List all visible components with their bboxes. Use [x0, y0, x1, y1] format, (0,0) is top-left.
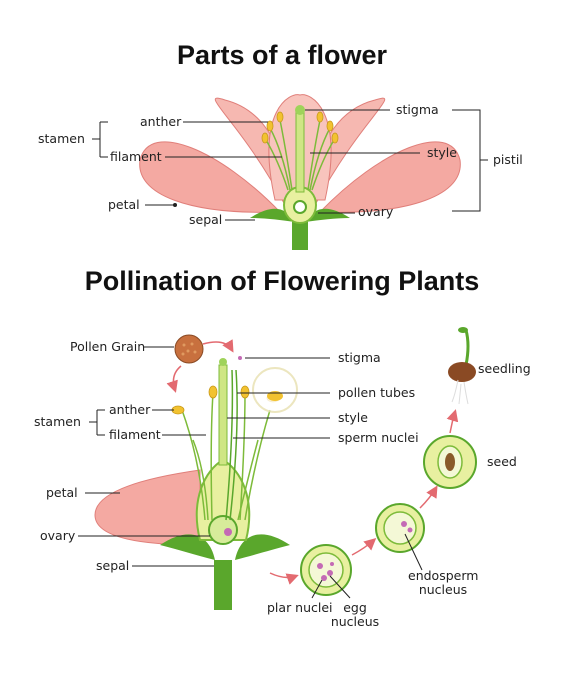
label-pistil-top: pistil	[493, 152, 523, 167]
pollen-grain-shape	[174, 334, 204, 364]
anther-shapes	[261, 111, 339, 144]
label-filament-top: filament	[110, 149, 162, 164]
label-seedling: seedling	[478, 361, 531, 376]
label-stigma-bottom: stigma	[338, 350, 381, 365]
style-shape-2	[218, 364, 228, 466]
seedling-shape	[448, 327, 476, 405]
label-pollen-tubes: pollen tubes	[338, 385, 416, 400]
label-petal-bottom: petal	[46, 485, 78, 500]
label-sperm-nuclei: sperm nuclei	[338, 430, 419, 445]
label-style-bottom: style	[338, 410, 368, 425]
label-sepal-bottom: sepal	[96, 558, 130, 573]
label-petal-top: petal	[108, 197, 140, 212]
label-egg-line2: nucleus	[330, 614, 380, 629]
label-sepal-top: sepal	[189, 212, 223, 227]
stem-shape-2	[214, 560, 232, 610]
sepal-shape-right	[305, 208, 350, 222]
label-ovary-bottom: ovary	[40, 528, 76, 543]
label-stigma-top: stigma	[396, 102, 439, 117]
label-egg-line1: egg	[343, 600, 367, 615]
stem-shape	[292, 215, 308, 250]
label-plar-nuclei: plar nuclei	[267, 600, 333, 615]
label-seed: seed	[487, 454, 517, 469]
bottom-flower	[78, 327, 477, 610]
petal-shape-2	[94, 469, 201, 546]
top-flower	[92, 94, 488, 250]
leader-lines-top	[92, 109, 488, 221]
label-endosperm-nucleus: endosperm nucleus	[408, 569, 478, 597]
label-filament-bottom: filament	[109, 427, 161, 442]
label-style-top: style	[427, 145, 457, 160]
label-stamen-bottom: stamen	[34, 414, 81, 429]
label-anther-top: anther	[140, 114, 182, 129]
style-shape	[295, 111, 305, 193]
label-anther-bottom: anther	[109, 402, 151, 417]
sepal-shape	[250, 208, 295, 222]
label-stamen-top: stamen	[38, 131, 85, 146]
label-pollen-grain: Pollen Grain	[70, 339, 146, 354]
diagram-title-parts: Parts of a flower	[176, 40, 388, 70]
label-endosperm-line1: endosperm	[408, 568, 479, 583]
diagram-title-pollination: Pollination of Flowering Plants	[84, 266, 480, 296]
label-endosperm-line2: nucleus	[418, 582, 468, 597]
label-ovary-top: ovary	[358, 204, 394, 219]
leader-lines-bottom	[78, 346, 423, 599]
label-egg-nucleus: egg nucleus	[330, 601, 380, 629]
stigma-shape	[295, 105, 305, 115]
